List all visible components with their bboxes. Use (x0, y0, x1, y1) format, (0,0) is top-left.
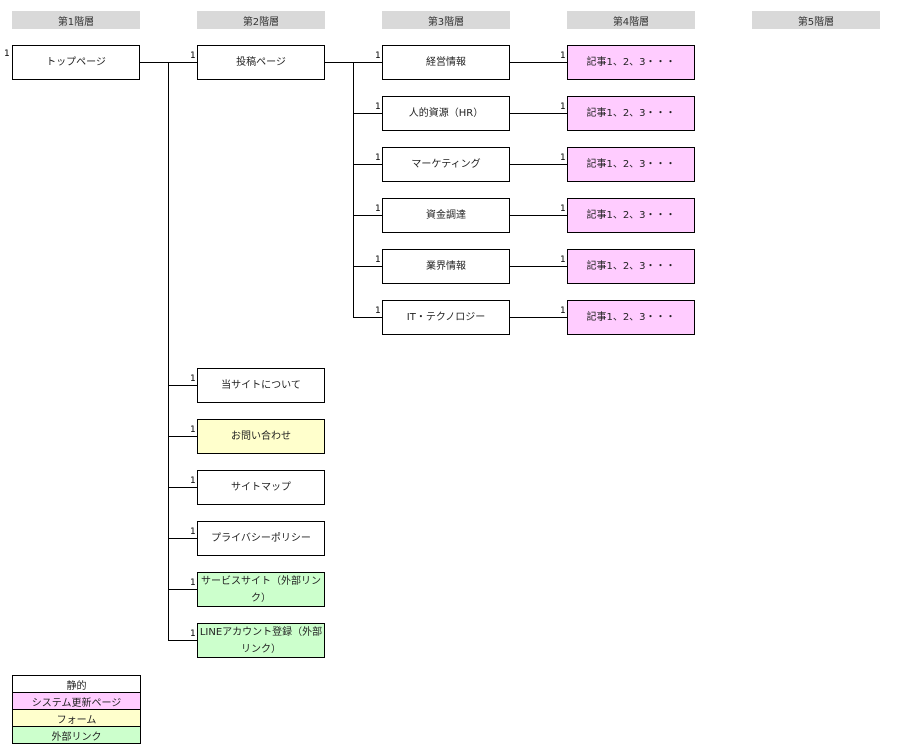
cardinality-label: 1 (190, 629, 196, 639)
node-contact-form: お問い合わせ (197, 419, 325, 454)
node-category: マーケティング (382, 147, 510, 182)
cardinality-label: 1 (190, 578, 196, 588)
cardinality-label: 1 (4, 49, 10, 59)
cardinality-label: 1 (560, 255, 566, 265)
level-header-4: 第4階層 (567, 11, 695, 29)
node-articles: 記事1、2、3・・・ (567, 198, 695, 233)
level-header-5: 第5階層 (752, 11, 880, 29)
connector (353, 113, 382, 114)
node-post-page: 投稿ページ (197, 45, 325, 80)
connector (510, 317, 567, 318)
node-articles: 記事1、2、3・・・ (567, 249, 695, 284)
cardinality-label: 1 (560, 153, 566, 163)
connector (510, 164, 567, 165)
connector (353, 266, 382, 267)
cardinality-label: 1 (190, 374, 196, 384)
node-line-account-link: LINEアカウント登録（外部リンク） (197, 623, 325, 658)
node-service-site-link: サービスサイト（外部リンク） (197, 572, 325, 607)
connector (353, 164, 382, 165)
node-category: IT・テクノロジー (382, 300, 510, 335)
cardinality-label: 1 (375, 204, 381, 214)
legend-form: フォーム (13, 710, 140, 727)
node-articles: 記事1、2、3・・・ (567, 147, 695, 182)
node-articles: 記事1、2、3・・・ (567, 96, 695, 131)
connector (353, 317, 382, 318)
legend: 静的 システム更新ページ フォーム 外部リンク (12, 675, 141, 744)
connector (510, 62, 567, 63)
cardinality-label: 1 (375, 51, 381, 61)
node-category: 経営情報 (382, 45, 510, 80)
cardinality-label: 1 (190, 425, 196, 435)
connector (168, 640, 197, 641)
cardinality-label: 1 (560, 102, 566, 112)
connector (510, 215, 567, 216)
connector (510, 266, 567, 267)
connector (168, 436, 197, 437)
legend-external-link: 外部リンク (13, 727, 140, 744)
cardinality-label: 1 (375, 153, 381, 163)
node-category: 資金調達 (382, 198, 510, 233)
level-header-3: 第3階層 (382, 11, 510, 29)
connector (168, 385, 197, 386)
connector (168, 589, 197, 590)
node-articles: 記事1、2、3・・・ (567, 300, 695, 335)
level-header-1: 第1階層 (12, 11, 140, 29)
cardinality-label: 1 (375, 306, 381, 316)
node-about: 当サイトについて (197, 368, 325, 403)
node-category: 業界情報 (382, 249, 510, 284)
cardinality-label: 1 (190, 527, 196, 537)
connector (168, 62, 169, 640)
cardinality-label: 1 (560, 306, 566, 316)
connector (168, 538, 197, 539)
node-top-page: トップページ (12, 45, 140, 80)
legend-static: 静的 (13, 676, 140, 693)
cardinality-label: 1 (190, 51, 196, 61)
node-sitemap: サイトマップ (197, 470, 325, 505)
node-category: 人的資源（HR） (382, 96, 510, 131)
cardinality-label: 1 (375, 102, 381, 112)
connector (353, 215, 382, 216)
connector (353, 62, 354, 318)
cardinality-label: 1 (560, 51, 566, 61)
cardinality-label: 1 (560, 204, 566, 214)
cardinality-label: 1 (190, 476, 196, 486)
node-privacy-policy: プライバシーポリシー (197, 521, 325, 556)
legend-system-page: システム更新ページ (13, 693, 140, 710)
cardinality-label: 1 (375, 255, 381, 265)
connector (510, 113, 567, 114)
node-articles: 記事1、2、3・・・ (567, 45, 695, 80)
level-header-2: 第2階層 (197, 11, 325, 29)
connector (168, 487, 197, 488)
